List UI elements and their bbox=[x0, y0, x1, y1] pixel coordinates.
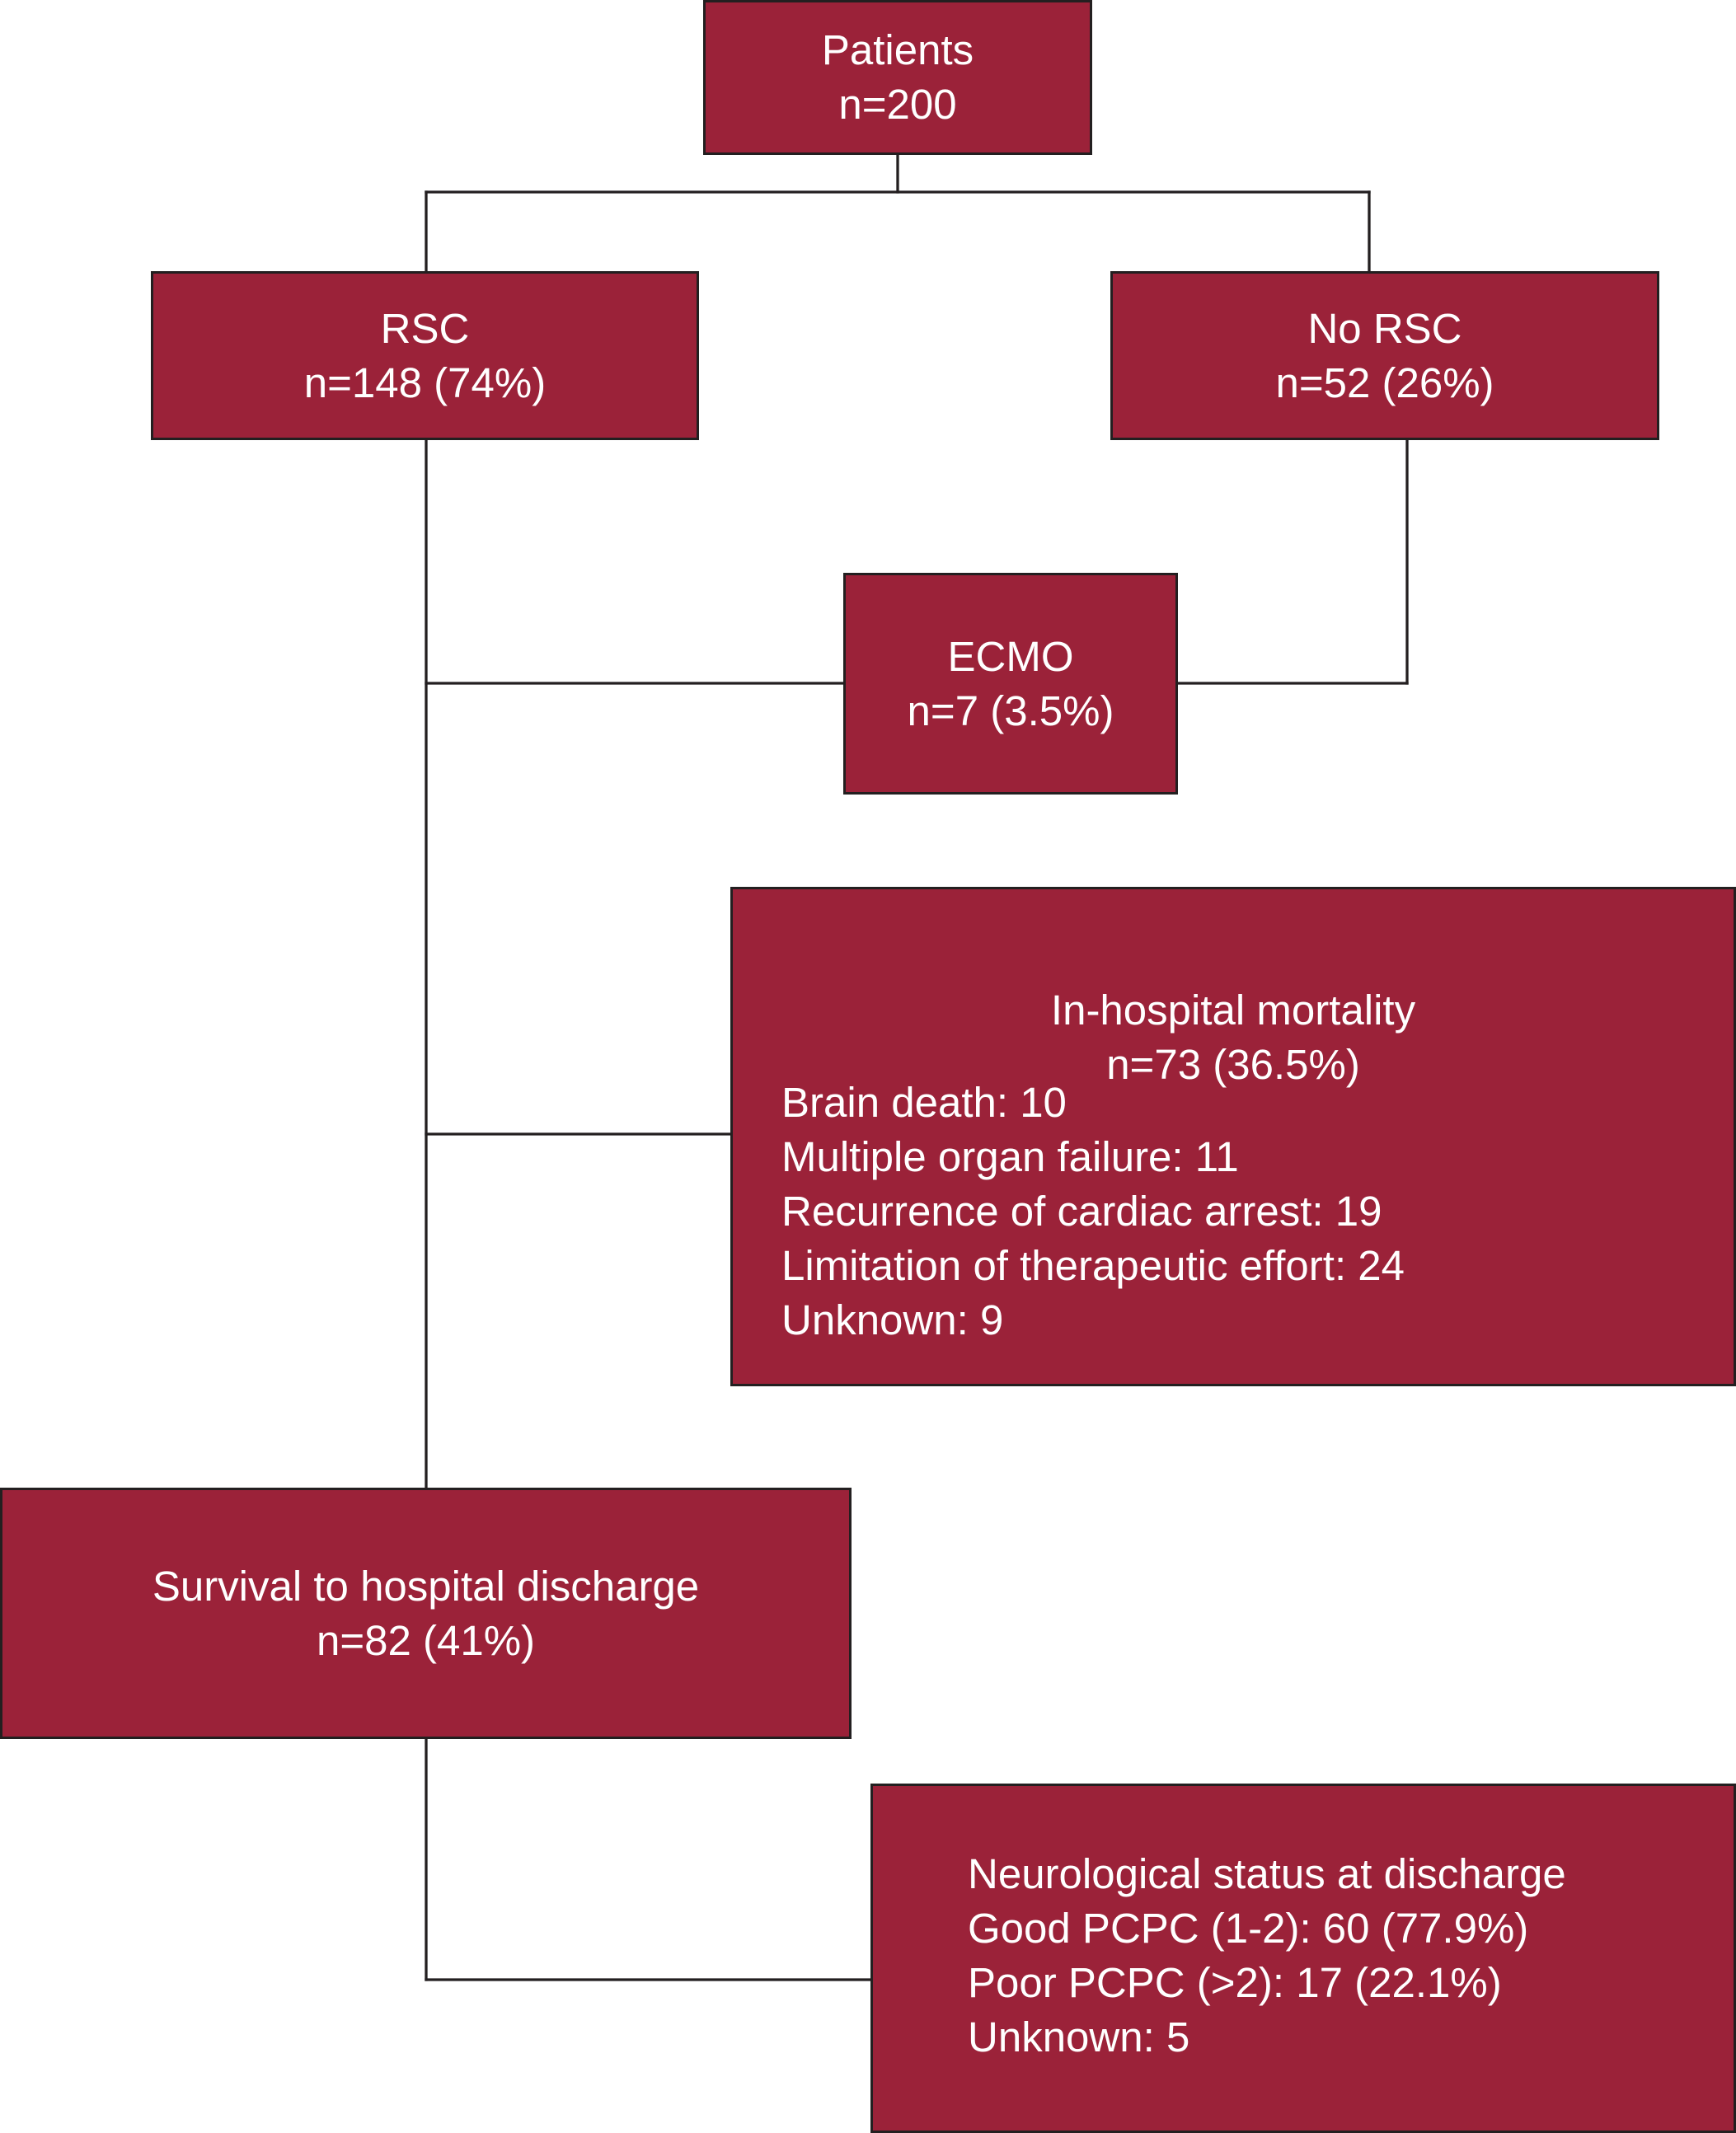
rsc-title: RSC bbox=[380, 304, 470, 352]
survival-count: n=82 (41%) bbox=[316, 1616, 536, 1664]
neuro-item: Poor PCPC (>2): 17 (22.1%) bbox=[968, 1959, 1502, 2006]
no-rsc-title: No RSC bbox=[1307, 304, 1462, 352]
mortality-cause-item: Limitation of therapeutic effort: 24 bbox=[781, 1242, 1405, 1289]
no-rsc-count: n=52 (26%) bbox=[1275, 359, 1494, 406]
mortality-cause-item: Recurrence of cardiac arrest: 19 bbox=[781, 1188, 1382, 1235]
mortality-cause-item: Multiple organ failure: 11 bbox=[781, 1133, 1239, 1180]
patients-title: Patients bbox=[821, 26, 974, 73]
survival-title: Survival to hospital discharge bbox=[152, 1562, 700, 1610]
mortality-header: In-hospital mortality n=73 (36.5%) bbox=[733, 983, 1734, 1092]
neuro-lines: Neurological status at discharge Good PC… bbox=[968, 1847, 1566, 2065]
patients-box: Patients n=200 bbox=[703, 0, 1092, 155]
mortality-causes-list: Brain death: 10 Multiple organ failure: … bbox=[781, 1076, 1405, 1348]
mortality-cause-item: Unknown: 9 bbox=[781, 1296, 1004, 1343]
no-rsc-box: No RSC n=52 (26%) bbox=[1110, 271, 1659, 440]
ecmo-title: ECMO bbox=[947, 632, 1074, 680]
patients-count: n=200 bbox=[838, 81, 957, 128]
ecmo-count: n=7 (3.5%) bbox=[907, 687, 1114, 734]
neuro-box: Neurological status at discharge Good PC… bbox=[870, 1784, 1736, 2133]
ecmo-box: ECMO n=7 (3.5%) bbox=[843, 573, 1178, 795]
mortality-count: n=73 (36.5%) bbox=[1106, 1041, 1360, 1088]
rsc-box: RSC n=148 (74%) bbox=[151, 271, 699, 440]
neuro-title: Neurological status at discharge bbox=[968, 1850, 1566, 1897]
survival-box: Survival to hospital discharge n=82 (41%… bbox=[0, 1488, 852, 1739]
neuro-item: Good PCPC (1-2): 60 (77.9%) bbox=[968, 1905, 1529, 1952]
mortality-box: In-hospital mortality n=73 (36.5%) Brain… bbox=[730, 887, 1736, 1386]
mortality-title: In-hospital mortality bbox=[1050, 987, 1416, 1034]
neuro-item: Unknown: 5 bbox=[968, 2013, 1190, 2060]
mortality-cause-item: Brain death: 10 bbox=[781, 1079, 1067, 1126]
rsc-count: n=148 (74%) bbox=[303, 359, 547, 406]
